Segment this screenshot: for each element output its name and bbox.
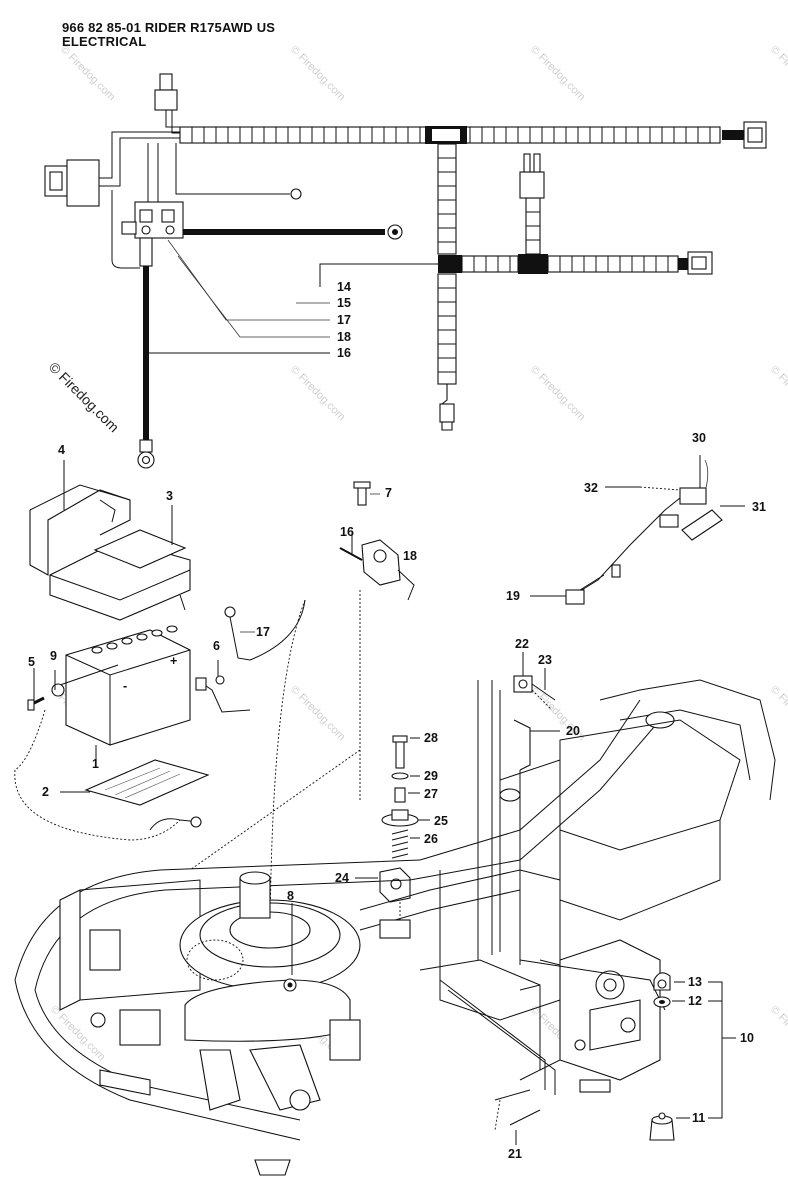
diagram-title: 966 82 85-01 RIDER R175AWD US xyxy=(62,20,276,35)
battery-terminal-nut xyxy=(195,660,251,713)
harness-conduit-branch xyxy=(461,153,713,275)
harness-conduit-vertical xyxy=(437,143,462,431)
callout-17: 17 xyxy=(337,313,351,327)
watermark: © Firedog.com xyxy=(58,44,118,104)
harness-leader-lines xyxy=(148,239,438,354)
callout-18-lower: 18 xyxy=(403,549,417,563)
callout-6: 6 xyxy=(213,639,220,653)
callout-23: 23 xyxy=(538,653,552,667)
callout-13: 13 xyxy=(688,975,702,989)
starter-solenoid-assembly xyxy=(269,481,415,961)
watermark: © Firedog.com xyxy=(528,44,588,104)
callout-18: 18 xyxy=(337,330,351,344)
seat-switch-harness xyxy=(530,455,745,605)
callout-27: 27 xyxy=(424,787,438,801)
ground-cable xyxy=(14,709,181,841)
callout-1: 1 xyxy=(92,757,99,771)
callout-2: 2 xyxy=(42,785,49,799)
harness-conduit-main xyxy=(179,121,767,149)
watermark: © Firedog.com xyxy=(528,364,588,424)
pto-switch-assembly xyxy=(477,652,560,965)
callout-25: 25 xyxy=(434,814,448,828)
callout-22: 22 xyxy=(515,637,529,651)
callout-26: 26 xyxy=(424,832,438,846)
callout-30: 30 xyxy=(692,431,706,445)
battery-pad xyxy=(84,759,210,806)
callout-15: 15 xyxy=(337,296,351,310)
diagram-section-title: ELECTRICAL xyxy=(62,34,147,49)
callout-16: 16 xyxy=(337,346,351,360)
battery-assembly: + - xyxy=(14,460,306,841)
battery: + - xyxy=(51,625,191,762)
battery-plus-sign: + xyxy=(170,654,177,668)
callout-labels: 1 2 3 4 5 6 7 8 9 10 11 12 13 14 15 16 1… xyxy=(28,280,766,1161)
plunger-switch-stack xyxy=(355,735,430,930)
callout-17-lower: 17 xyxy=(256,625,270,639)
callout-32: 32 xyxy=(584,481,598,495)
callout-16-lower: 16 xyxy=(340,525,354,539)
callout-31: 31 xyxy=(752,500,766,514)
callout-28: 28 xyxy=(424,731,438,745)
battery-cover xyxy=(49,505,191,621)
watermark: © Firedog.com xyxy=(768,1004,788,1064)
rubber-mount-kit xyxy=(649,972,736,1141)
callout-20: 20 xyxy=(566,724,580,738)
callout-11: 11 xyxy=(692,1111,705,1125)
main-wiring-harness xyxy=(44,73,767,469)
callout-10: 10 xyxy=(740,1031,754,1045)
callout-19: 19 xyxy=(506,589,520,603)
battery-hold-down-bracket xyxy=(29,460,131,576)
mower-chassis-frame xyxy=(14,679,776,1176)
harness-left-wiring xyxy=(44,73,403,469)
callout-3: 3 xyxy=(166,489,173,503)
callout-5: 5 xyxy=(28,655,35,669)
callout-9: 9 xyxy=(50,649,57,663)
battery-terminal-bolt xyxy=(27,668,56,711)
callout-21: 21 xyxy=(508,1147,522,1161)
watermark: © Firedog.com xyxy=(288,44,348,104)
callout-24: 24 xyxy=(335,871,349,885)
watermark-prominent: © Firedog.com xyxy=(46,359,122,435)
watermark: © Firedog.com xyxy=(768,364,788,424)
watermark: © Firedog.com xyxy=(768,44,788,104)
callout-8: 8 xyxy=(287,889,294,903)
callout-7: 7 xyxy=(385,486,392,500)
callout-29: 29 xyxy=(424,769,438,783)
callout-12: 12 xyxy=(688,994,702,1008)
battery-positive-cable xyxy=(224,599,306,661)
battery-minus-sign: - xyxy=(123,679,127,693)
callout-14: 14 xyxy=(337,280,351,294)
watermark: © Firedog.com xyxy=(768,684,788,744)
watermark: © Firedog.com xyxy=(288,364,348,424)
callout-4: 4 xyxy=(58,443,65,457)
watermark: © Firedog.com xyxy=(288,684,348,744)
